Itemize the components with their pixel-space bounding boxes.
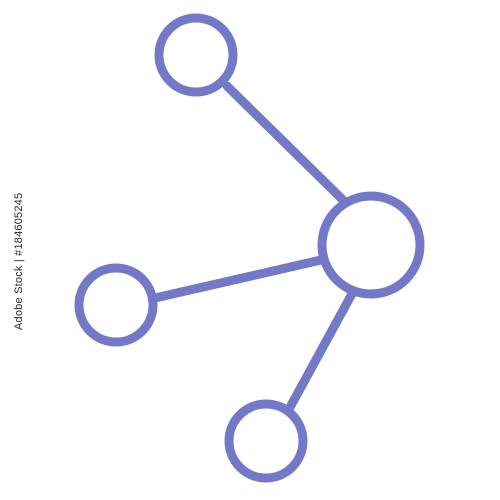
node-center-circle — [317, 191, 425, 299]
node-left-circle — [74, 263, 158, 347]
node-top-circle — [154, 13, 238, 97]
connector-line-bottom — [283, 287, 358, 416]
connector-line-left — [150, 255, 326, 303]
node-bottom-circle — [224, 399, 308, 483]
connector-line-top — [222, 81, 348, 205]
